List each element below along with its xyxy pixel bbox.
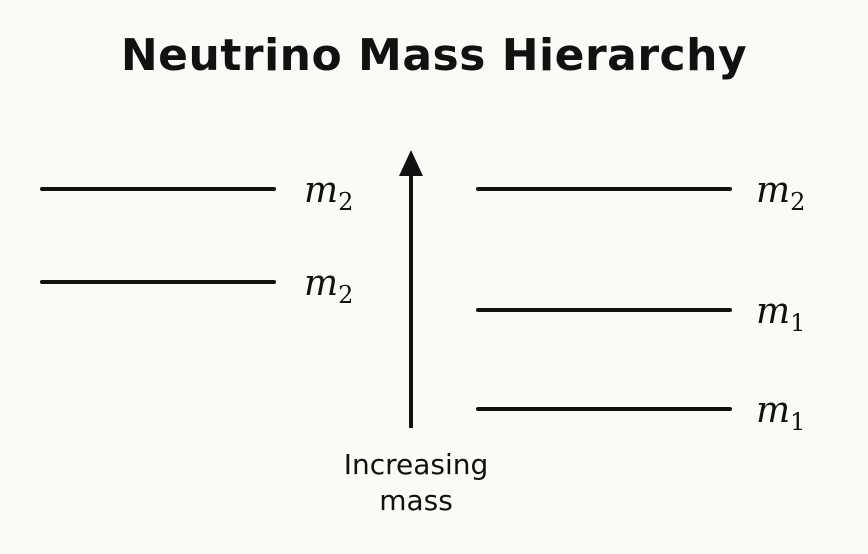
- right-level-line-1: [476, 187, 732, 191]
- left-level-line-2: [40, 280, 276, 284]
- mass-symbol: m: [304, 263, 339, 304]
- right-level-label-1: m2: [756, 170, 805, 215]
- mass-index: 2: [790, 188, 806, 216]
- left-level-label-1: m2: [304, 170, 353, 215]
- left-level-label-2: m2: [304, 263, 353, 308]
- mass-index: 1: [790, 408, 806, 436]
- right-level-line-2: [476, 308, 732, 312]
- right-level-label-2: m1: [756, 291, 805, 336]
- mass-index: 2: [338, 281, 354, 309]
- mass-symbol: m: [756, 390, 791, 431]
- mass-axis-arrow: [409, 172, 413, 428]
- right-level-line-3: [476, 407, 732, 411]
- left-level-line-1: [40, 187, 276, 191]
- mass-index: 1: [790, 309, 806, 337]
- axis-caption: Increasing mass: [316, 447, 516, 519]
- arrow-head-icon: [399, 150, 423, 176]
- mass-index: 2: [338, 188, 354, 216]
- mass-symbol: m: [756, 170, 791, 211]
- axis-caption-line-2: mass: [379, 484, 453, 517]
- diagram-title: Neutrino Mass Hierarchy: [120, 30, 748, 81]
- axis-caption-line-1: Increasing: [343, 448, 489, 481]
- mass-symbol: m: [756, 291, 791, 332]
- right-level-label-3: m1: [756, 390, 805, 435]
- mass-symbol: m: [304, 170, 339, 211]
